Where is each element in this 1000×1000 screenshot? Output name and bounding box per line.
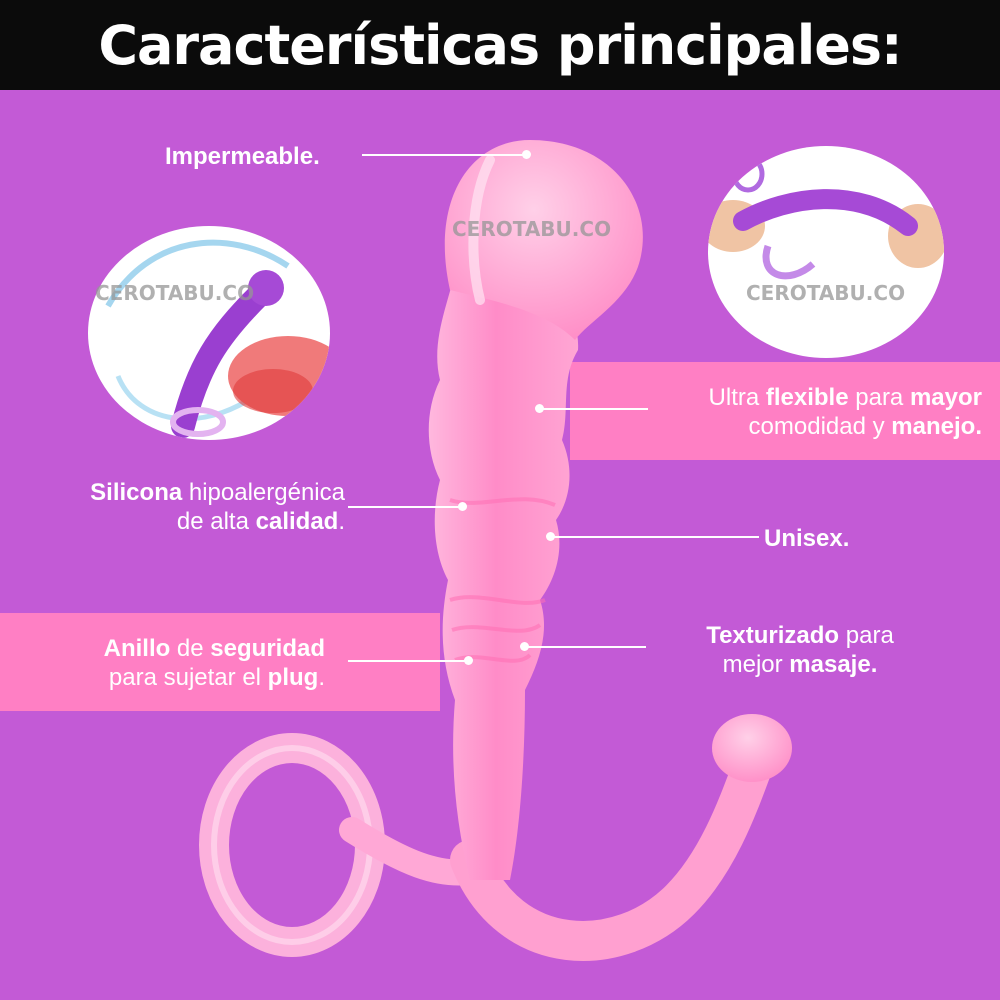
callout-texturizado-text-1: para [839,622,894,649]
callout-texturizado-strong-2: masaje. [789,651,878,678]
leader-dot-unisex [546,532,555,541]
header-bar: Características principales: [0,0,1000,90]
callout-anillo-text-2: para sujetar el [108,664,268,691]
leader-texturizado [526,646,646,648]
callout-silicona: Silicona hipoalergénica de alta calidad. [40,478,345,536]
flexibility-photo [708,146,944,358]
callout-anillo: Anillo de seguridad para sujetar el plug… [40,634,325,692]
callout-texturizado: Texturizado para mejor masaje. [664,621,936,679]
tip [444,140,643,340]
callout-silicona-strong-2: calidad [255,508,339,535]
callout-flexible-strong-1: flexible [765,384,849,411]
callout-flexible: Ultra flexible para mayor comodidad y ma… [648,383,982,441]
callout-flexible-text-1: Ultra [708,384,766,411]
callout-impermeable: Impermeable. [165,142,320,171]
leader-silicona [348,506,462,508]
leader-dot-silicona [458,502,467,511]
callout-flexible-strong-2: mayor [909,384,982,411]
perineum-arm [450,740,775,961]
leader-dot-anillo [464,656,473,665]
callout-anillo-strong-1: Anillo [103,635,171,662]
leader-dot-flexible [535,404,544,413]
callout-anillo-text-1: de [170,635,211,662]
callout-silicona-text-1: hipoalergénica [182,479,345,506]
leader-dot-texturizado [520,642,529,651]
waterproof-photo [88,226,330,440]
highlight-band-left [0,613,440,711]
leader-impermeable [362,154,525,156]
watermark-center: CEROTABU.CO [452,217,612,241]
watermark-left: CEROTABU.CO [95,281,255,305]
callout-flexible-text-3: comodidad y [748,413,892,440]
callout-texturizado-text-2: mejor [722,651,790,678]
leader-unisex [552,536,759,538]
highlight-band-right [570,362,1000,460]
callout-anillo-strong-3: plug [267,664,319,691]
callout-unisex: Unisex. [764,524,849,553]
callout-flexible-text-2: para [848,384,910,411]
leader-anillo [348,660,468,662]
callout-silicona-strong-1: Silicona [90,479,183,506]
callout-flexible-strong-3: manejo. [891,413,982,440]
leader-flexible [540,408,648,410]
callout-unisex-text: Unisex. [764,525,850,552]
callout-anillo-text-3: . [318,664,325,691]
callout-silicona-text-3: . [338,508,345,535]
leader-dot-impermeable [522,150,531,159]
page-title: Características principales: [98,13,902,77]
shaft [428,239,579,880]
callout-silicona-text-2: de alta [176,508,256,535]
callout-impermeable-text: Impermeable. [165,143,320,170]
callout-texturizado-strong-1: Texturizado [706,622,840,649]
watermark-right: CEROTABU.CO [746,281,906,305]
callout-anillo-strong-2: seguridad [210,635,325,662]
